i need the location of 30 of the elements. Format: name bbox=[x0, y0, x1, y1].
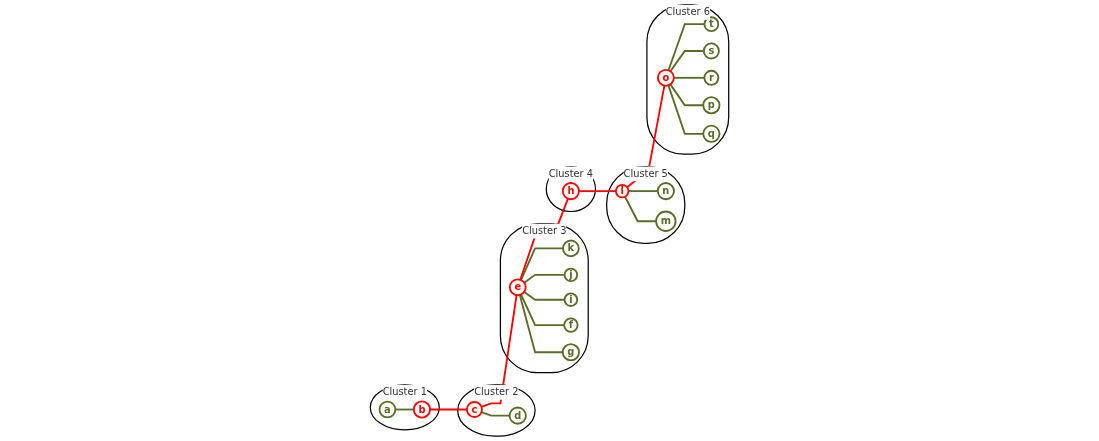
connector bbox=[669, 50, 705, 73]
node-circle: i bbox=[563, 292, 579, 307]
connector bbox=[672, 76, 706, 79]
node-circle: l bbox=[614, 183, 630, 199]
node-circle: g bbox=[561, 343, 580, 362]
node-circle: f bbox=[563, 317, 579, 333]
node-circle: h bbox=[561, 182, 580, 201]
connector bbox=[520, 293, 566, 326]
node-circle: p bbox=[702, 96, 721, 115]
connector bbox=[520, 247, 564, 281]
connector bbox=[667, 23, 706, 72]
node-circle: r bbox=[703, 69, 720, 86]
connector bbox=[523, 273, 566, 284]
node-circle: d bbox=[508, 406, 527, 425]
node-circle: c bbox=[466, 401, 483, 418]
node-circle: s bbox=[702, 42, 720, 60]
node-circle: b bbox=[412, 400, 431, 419]
node-circle: t bbox=[703, 16, 720, 33]
node-circle: m bbox=[655, 210, 677, 232]
node-circle: a bbox=[378, 400, 397, 419]
connector bbox=[578, 190, 617, 193]
node-circle: j bbox=[563, 267, 579, 283]
connector bbox=[480, 294, 518, 408]
node-circle: e bbox=[508, 278, 527, 297]
connector bbox=[518, 294, 564, 354]
connector bbox=[523, 291, 566, 301]
node-circle: k bbox=[562, 239, 580, 258]
node-circle: q bbox=[702, 124, 721, 143]
node-circle: n bbox=[656, 182, 675, 201]
node-circle: o bbox=[656, 68, 675, 87]
